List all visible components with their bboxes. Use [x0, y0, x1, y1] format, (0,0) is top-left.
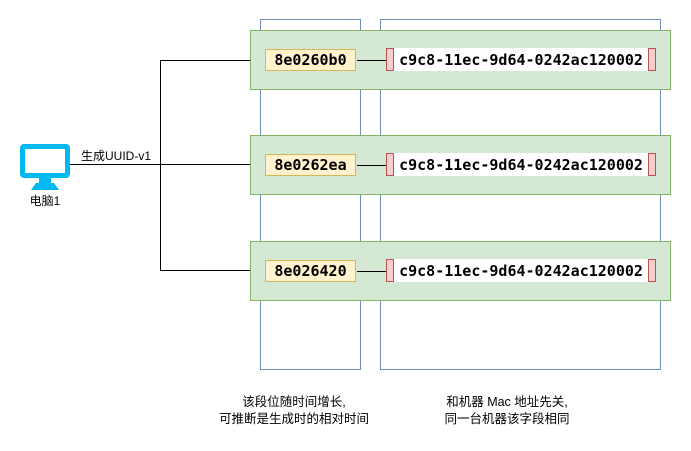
segment-connector-line — [357, 165, 386, 166]
mac-note: 和机器 Mac 地址先关, 同一台机器该字段相同 — [407, 394, 607, 428]
connector-branch-bottom — [160, 270, 250, 271]
left-bracket — [386, 48, 394, 71]
connector-branch-vertical — [160, 60, 161, 271]
mac-note-line2: 同一台机器该字段相同 — [444, 412, 570, 426]
uuid-rest-value: c9c8-11ec-9d64-0242ac120002 — [394, 153, 648, 176]
uuid-record-row: 8e0262ea c9c8-11ec-9d64-0242ac120002 — [250, 135, 671, 195]
time-segment-box: 8e0260b0 — [265, 49, 356, 71]
time-note-line1: 该段位随时间增长, — [242, 395, 346, 409]
computer-label: 电脑1 — [29, 194, 61, 208]
edge-label: 生成UUID-v1 — [81, 149, 152, 163]
time-segment-box: 8e026420 — [265, 260, 356, 282]
time-note: 该段位随时间增长, 可推断是生成时的相对时间 — [194, 394, 394, 428]
left-bracket — [386, 153, 394, 176]
monitor-stand-neck — [39, 178, 51, 183]
time-note-line2: 可推断是生成时的相对时间 — [218, 412, 369, 426]
mac-note-line1: 和机器 Mac 地址先关, — [446, 395, 568, 409]
segment-connector-line — [357, 271, 386, 272]
uuid-rest-box: c9c8-11ec-9d64-0242ac120002 — [386, 153, 656, 176]
right-bracket — [648, 153, 656, 176]
uuid-rest-box: c9c8-11ec-9d64-0242ac120002 — [386, 48, 656, 71]
left-bracket — [386, 259, 394, 282]
uuid-record-row: 8e026420 c9c8-11ec-9d64-0242ac120002 — [250, 241, 671, 301]
uuid-record-row: 8e0260b0 c9c8-11ec-9d64-0242ac120002 — [250, 30, 671, 90]
uuid-rest-value: c9c8-11ec-9d64-0242ac120002 — [394, 259, 648, 282]
uuid-rest-value: c9c8-11ec-9d64-0242ac120002 — [394, 48, 648, 71]
time-segment-box: 8e0262ea — [265, 154, 356, 176]
monitor-screen-icon — [20, 144, 70, 178]
monitor-stand-base — [31, 183, 59, 190]
connector-branch-top — [160, 60, 250, 61]
uuid-rest-box: c9c8-11ec-9d64-0242ac120002 — [386, 259, 656, 282]
right-bracket — [648, 48, 656, 71]
right-bracket — [648, 259, 656, 282]
segment-connector-line — [357, 60, 386, 61]
